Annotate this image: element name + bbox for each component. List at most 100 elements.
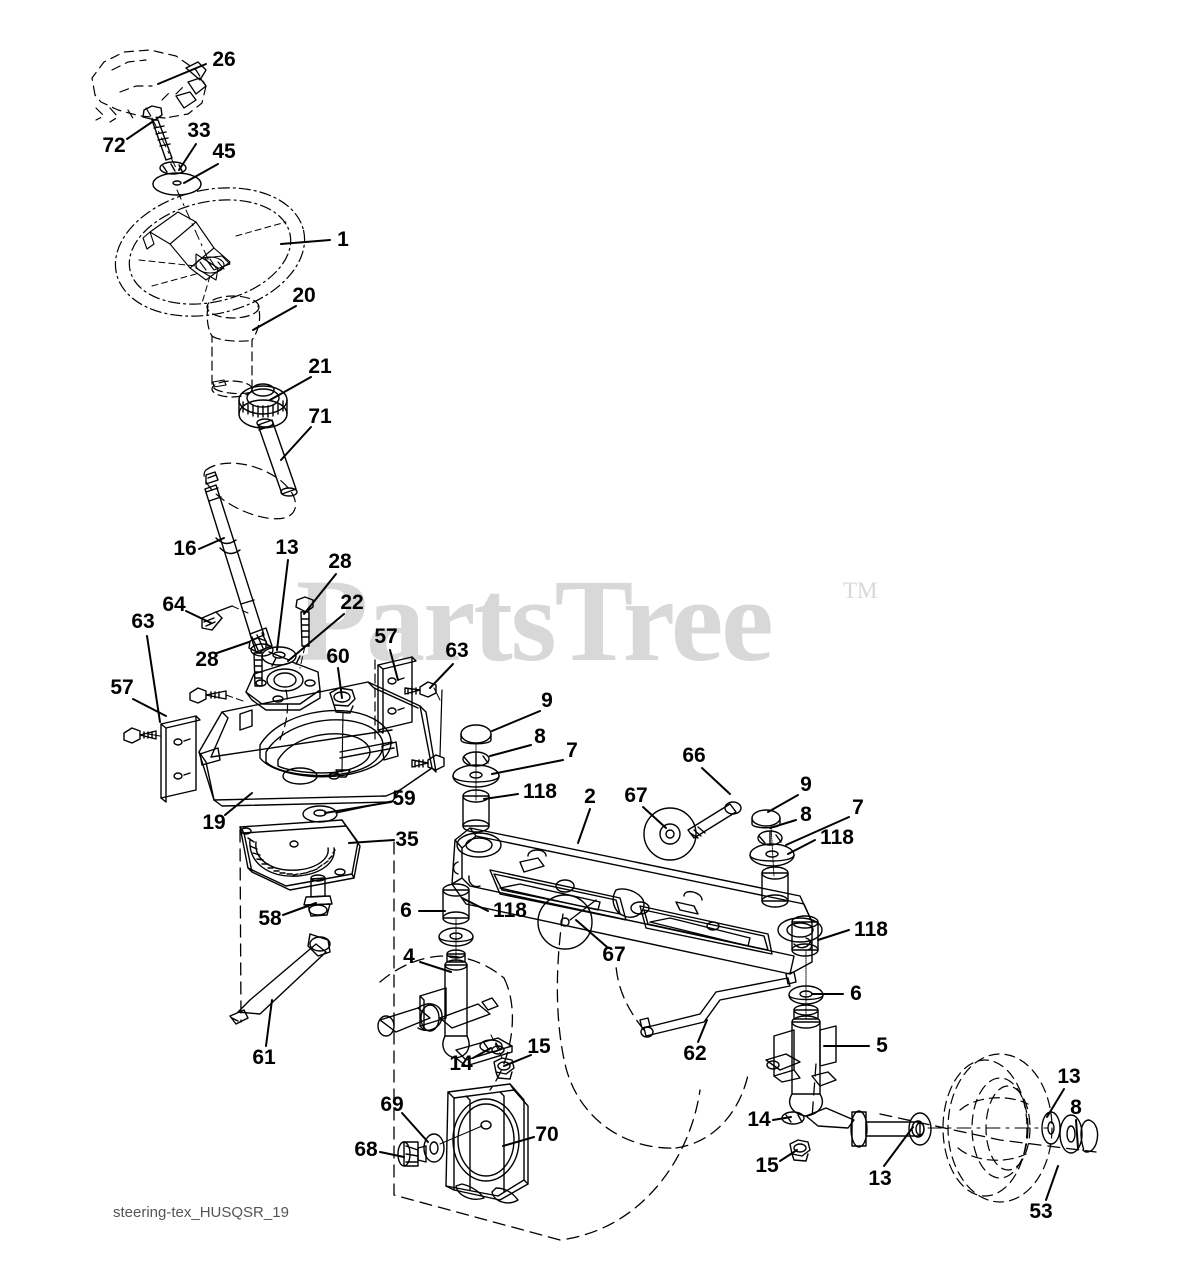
cap-part-9-right xyxy=(751,809,781,829)
tie-rod-part-62 xyxy=(639,971,797,1038)
callout-number-5[interactable]: 5 xyxy=(876,1034,888,1057)
callout-number-67[interactable]: 67 xyxy=(602,943,626,966)
callout-number-62[interactable]: 62 xyxy=(683,1042,707,1065)
screw-part-63-upper xyxy=(404,681,437,698)
callout-number-33[interactable]: 33 xyxy=(187,119,211,142)
steering-wheel-part-1 xyxy=(114,187,306,317)
callout-number-15[interactable]: 15 xyxy=(527,1035,551,1058)
diagram-caption: steering-tex_HUSQSR_19 xyxy=(113,1204,289,1221)
callout-number-63[interactable]: 63 xyxy=(445,639,469,662)
callout-number-63[interactable]: 63 xyxy=(131,610,155,633)
callout-number-45[interactable]: 45 xyxy=(212,140,236,163)
nut-part-33 xyxy=(159,161,187,175)
clip-part-64 xyxy=(201,605,233,631)
callout-number-57[interactable]: 57 xyxy=(110,676,134,699)
locknut-part-15-right xyxy=(789,1139,811,1162)
callout-number-9[interactable]: 9 xyxy=(541,689,553,712)
callout-number-72[interactable]: 72 xyxy=(102,134,126,157)
callout-number-70[interactable]: 70 xyxy=(535,1123,559,1146)
locknut-part-60 xyxy=(329,687,356,714)
callout-number-22[interactable]: 22 xyxy=(340,591,364,614)
callout-number-118[interactable]: 118 xyxy=(493,899,527,922)
callout-number-69[interactable]: 69 xyxy=(380,1093,404,1116)
steering-shaft-part-16 xyxy=(204,471,265,641)
washer-part-69 xyxy=(423,1133,445,1163)
callout-number-13[interactable]: 13 xyxy=(275,536,299,559)
callout-number-58[interactable]: 58 xyxy=(258,907,282,930)
callout-number-4[interactable]: 4 xyxy=(403,945,415,968)
retaining-ring-part-8-wheel xyxy=(1080,1119,1099,1153)
bolt-part-28-right xyxy=(295,596,314,647)
callout-number-7[interactable]: 7 xyxy=(566,739,578,762)
bracket-part-57-left xyxy=(160,715,201,803)
callout-number-118[interactable]: 118 xyxy=(523,780,557,803)
bolt-part-66 xyxy=(687,801,742,839)
drag-link-part-61 xyxy=(229,933,331,1025)
callout-number-6[interactable]: 6 xyxy=(400,899,412,922)
bolt-part-72 xyxy=(142,105,173,161)
console-part-26 xyxy=(91,49,207,123)
callout-number-57[interactable]: 57 xyxy=(374,625,398,648)
phantom-loop-steering xyxy=(203,462,297,520)
spindle-part-5 xyxy=(765,1004,925,1148)
callout-number-9[interactable]: 9 xyxy=(800,773,812,796)
callout-number-53[interactable]: 53 xyxy=(1029,1200,1053,1223)
partstree-watermark: PartsTree xyxy=(296,555,774,686)
callout-number-35[interactable]: 35 xyxy=(395,828,419,851)
callout-number-8[interactable]: 8 xyxy=(1070,1096,1082,1119)
callout-number-66[interactable]: 66 xyxy=(682,744,706,767)
screw-part-63-bracket-left xyxy=(123,727,157,744)
gear-part-21 xyxy=(238,383,288,429)
washer-part-14-right xyxy=(781,1111,805,1125)
callout-number-6[interactable]: 6 xyxy=(850,982,862,1005)
retaining-ring-part-8-right xyxy=(757,830,783,846)
callout-number-1[interactable]: 1 xyxy=(337,228,349,251)
callout-number-60[interactable]: 60 xyxy=(326,645,350,668)
screw-part-63-lower xyxy=(411,754,445,771)
cap-part-9-left xyxy=(460,724,492,745)
screw-part-63-plate xyxy=(189,687,227,704)
callout-number-68[interactable]: 68 xyxy=(354,1138,378,1161)
callout-number-28[interactable]: 28 xyxy=(328,550,352,573)
callout-number-21[interactable]: 21 xyxy=(308,355,332,378)
bushing-part-118-right-upper xyxy=(761,866,789,908)
callout-number-13[interactable]: 13 xyxy=(868,1167,892,1190)
callout-number-64[interactable]: 64 xyxy=(162,593,186,616)
callout-number-16[interactable]: 16 xyxy=(173,537,197,560)
trademark-symbol: TM xyxy=(843,578,878,603)
washer-part-67-right xyxy=(643,807,697,861)
washer-part-45 xyxy=(152,172,202,196)
callout-number-19[interactable]: 19 xyxy=(202,811,226,834)
callout-number-13[interactable]: 13 xyxy=(1057,1065,1081,1088)
callout-number-118[interactable]: 118 xyxy=(820,826,854,849)
callout-number-61[interactable]: 61 xyxy=(252,1046,276,1069)
callout-number-118[interactable]: 118 xyxy=(854,918,888,941)
steering-wheel-hub-part-1 xyxy=(142,211,231,281)
callout-number-14[interactable]: 14 xyxy=(747,1108,771,1131)
callout-number-26[interactable]: 26 xyxy=(212,48,236,71)
phantom-boundary xyxy=(239,829,1097,1241)
clip-part-68 xyxy=(397,1141,427,1167)
callout-number-14[interactable]: 14 xyxy=(449,1052,473,1075)
steering-plate-part-19 xyxy=(198,681,437,807)
bolt-part-58 xyxy=(303,874,333,917)
callout-number-8[interactable]: 8 xyxy=(534,725,546,748)
locknut-part-15-left xyxy=(493,1057,515,1080)
bushing-part-118-right-lower xyxy=(791,915,819,957)
washer-part-53 xyxy=(1059,1114,1083,1154)
callout-number-15[interactable]: 15 xyxy=(755,1154,779,1177)
callout-number-59[interactable]: 59 xyxy=(392,787,416,810)
callout-number-67[interactable]: 67 xyxy=(624,784,648,807)
console-bracket-26 xyxy=(175,61,207,109)
callout-number-20[interactable]: 20 xyxy=(292,284,316,307)
sector-gear-part-35 xyxy=(239,819,361,891)
callout-number-7[interactable]: 7 xyxy=(852,796,864,819)
callout-number-8[interactable]: 8 xyxy=(800,803,812,826)
bracket-part-70 xyxy=(445,1083,529,1204)
callout-number-28[interactable]: 28 xyxy=(195,648,219,671)
callout-number-71[interactable]: 71 xyxy=(308,405,332,428)
boot-tab-part-20 xyxy=(212,379,227,388)
callout-number-2[interactable]: 2 xyxy=(584,785,596,808)
